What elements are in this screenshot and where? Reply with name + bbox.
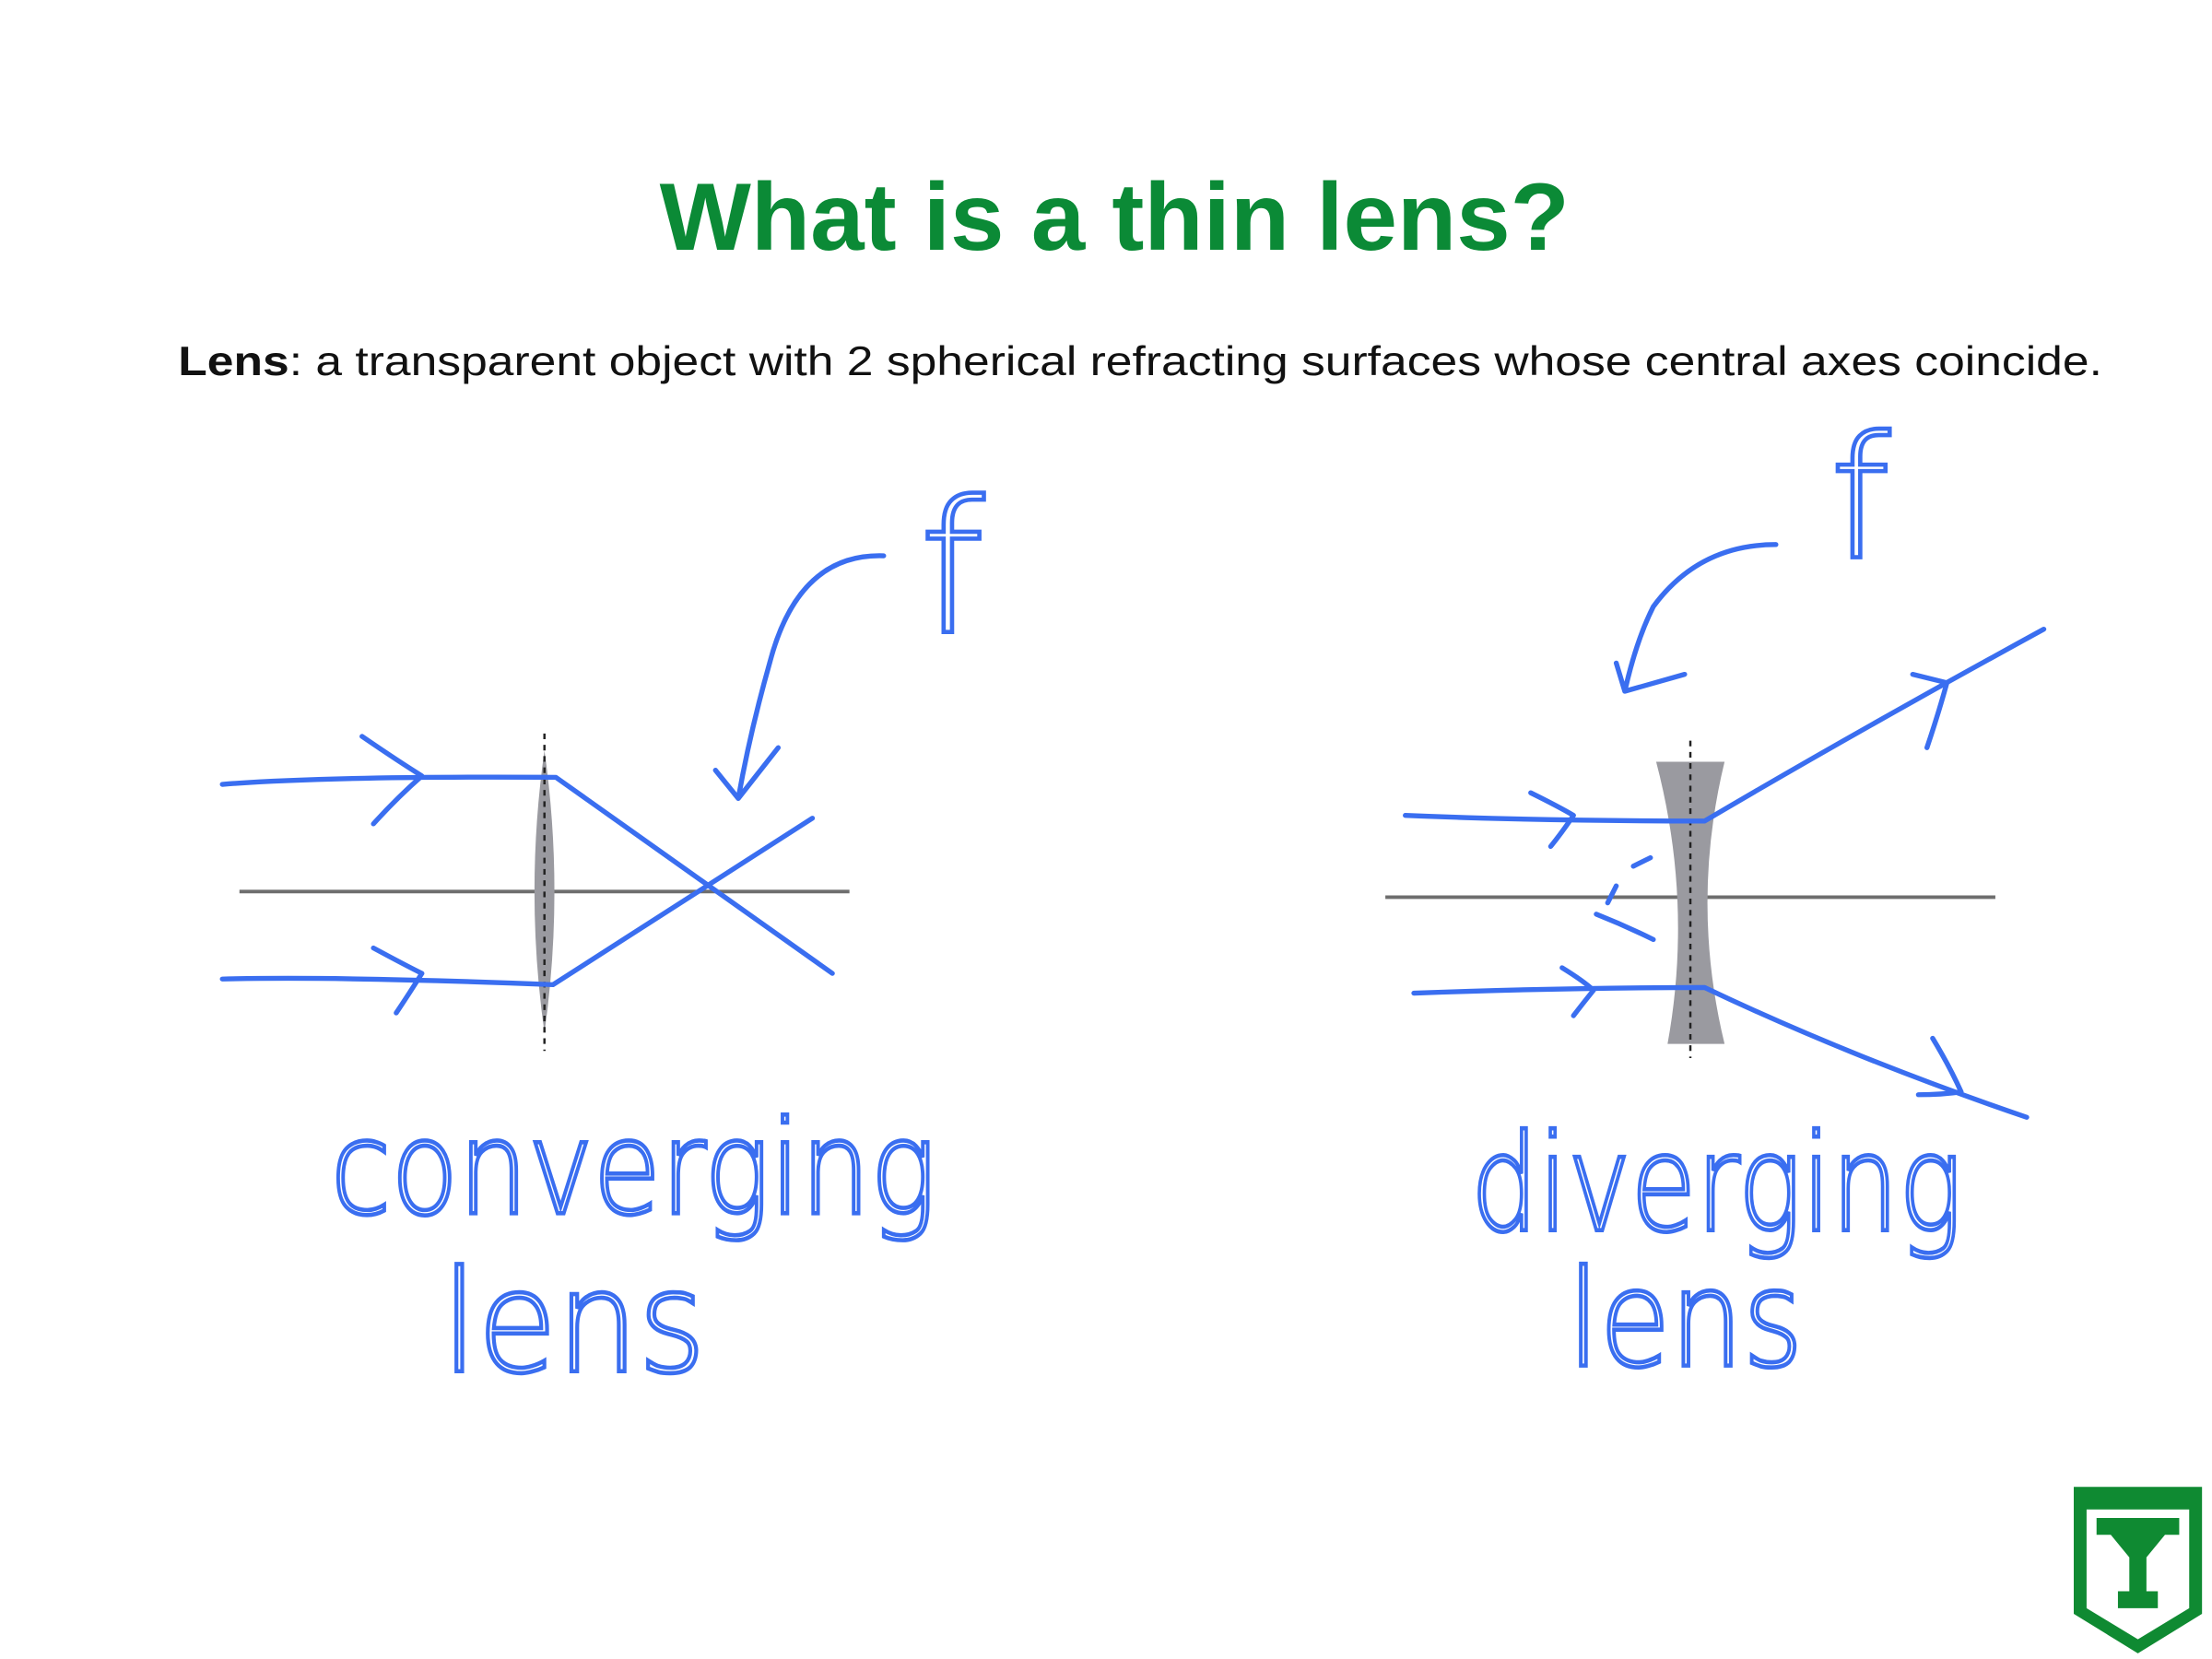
diverging-lens-diagram: f diverging lens [1385,398,2047,1400]
incoming-ray-top [219,774,835,976]
focal-point-arrow [712,553,887,802]
lens-definition: Lens: a transparent object with 2 spheri… [178,339,2102,384]
focal-point-arrow [1613,542,1779,694]
school-logo [2074,1487,2203,1653]
arrow-head-bottom-out [1915,1035,1964,1098]
incoming-ray-bottom [1411,984,2030,1120]
arrow-head-top [359,734,425,827]
diverging-label-line1: diverging [1471,1106,1963,1262]
virtual-ray-extensions [1594,854,1656,943]
incoming-ray-top [1403,626,2047,824]
focal-label-diverging: f [1830,400,1890,597]
arrow-head-top-in [1528,790,1576,850]
arrow-head-top-out [1910,671,1950,750]
slide-title: What is a thin lens? [660,163,1570,270]
definition-term: Lens [178,339,288,384]
converging-label-line2: lens [441,1241,705,1405]
arrow-head-bottom-in [1559,965,1596,1018]
definition-text: : a transparent object with 2 spherical … [289,339,2102,384]
converging-lens-diagram: f converging lens [219,460,987,1407]
arrow-head-bottom [371,945,425,1016]
diverging-label-line2: lens [1568,1241,1803,1397]
converging-label-line1: converging [331,1094,936,1244]
incoming-ray-bottom [219,816,816,988]
focal-label-converging: f [919,463,984,677]
